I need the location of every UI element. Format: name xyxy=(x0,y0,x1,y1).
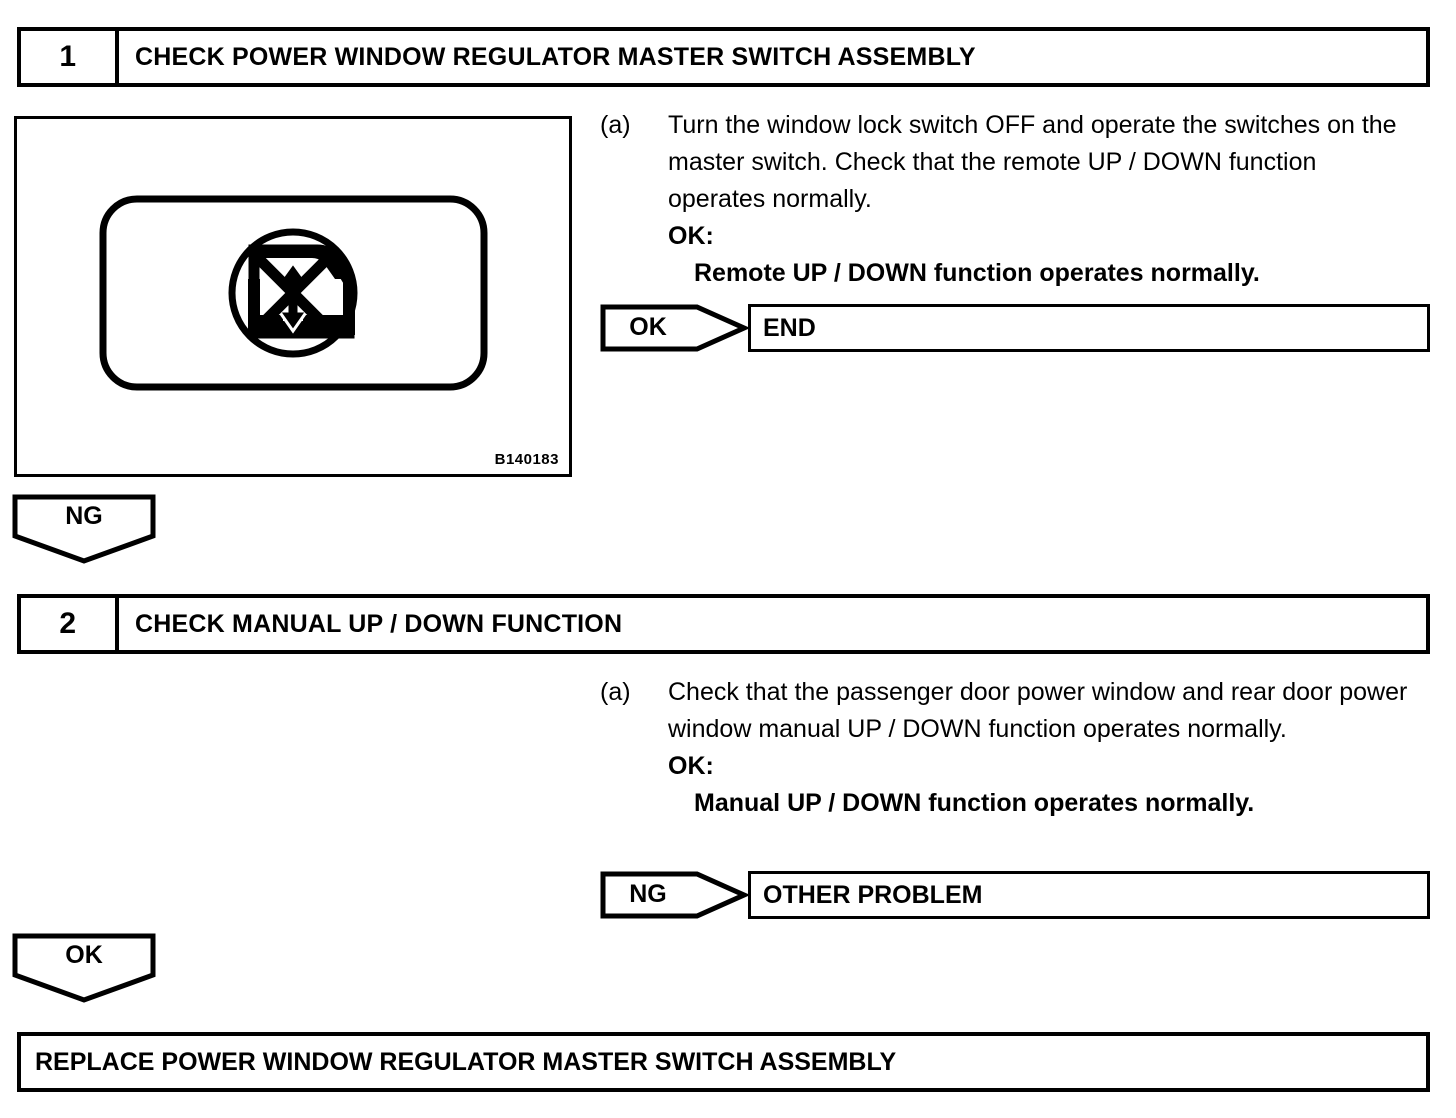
illustration-reference-code: B140183 xyxy=(494,451,559,468)
step-2-ok-label: OK: xyxy=(668,752,714,780)
step-2-branch-result-label: NG xyxy=(629,879,667,908)
step-1-flow-arrow-ng: NG xyxy=(12,494,156,564)
window-lock-switch-illustration xyxy=(99,195,488,391)
step-1-illustration-frame: B140183 xyxy=(14,116,572,477)
step-1-title: CHECK POWER WINDOW REGULATOR MASTER SWIT… xyxy=(135,42,976,71)
step-2-instruction: (a) Check that the passenger door power … xyxy=(600,674,1410,822)
step-1-header: 1 CHECK POWER WINDOW REGULATOR MASTER SW… xyxy=(17,27,1430,87)
step-1-instruction: (a) Turn the window lock switch OFF and … xyxy=(600,107,1410,292)
step-2-instruction-marker: (a) xyxy=(600,678,631,706)
step-2-flow-arrow-ok: OK xyxy=(12,933,156,1003)
step-2-instruction-text: Check that the passenger door power wind… xyxy=(668,678,1408,743)
final-action-bar: REPLACE POWER WINDOW REGULATOR MASTER SW… xyxy=(17,1032,1430,1092)
step-2-number: 2 xyxy=(21,598,119,650)
step-1-branch-destination: END xyxy=(748,304,1430,352)
step-1-branch-result-label: OK xyxy=(629,312,667,341)
step-2-ok-value: Manual UP / DOWN function operates norma… xyxy=(694,789,1255,817)
step-1-ok-value: Remote UP / DOWN function operates norma… xyxy=(694,259,1260,287)
step-1-ok-label: OK: xyxy=(668,222,714,250)
step-2-flow-result-label: OK xyxy=(65,940,103,969)
step-2-header: 2 CHECK MANUAL UP / DOWN FUNCTION xyxy=(17,594,1430,654)
ok-chevron-shape: OK xyxy=(600,304,748,352)
step-2-branch-destination: OTHER PROBLEM xyxy=(748,871,1430,919)
step-1-instruction-marker: (a) xyxy=(600,111,631,139)
step-1-branch-ok: OK END xyxy=(600,304,1430,352)
step-1-number: 1 xyxy=(21,31,119,83)
step-1-instruction-text: Turn the window lock switch OFF and oper… xyxy=(668,111,1397,213)
ng-chevron-shape: NG xyxy=(600,871,748,919)
step-2-title: CHECK MANUAL UP / DOWN FUNCTION xyxy=(135,609,623,638)
step-1-flow-result-label: NG xyxy=(65,501,103,530)
step-2-branch-ng: NG OTHER PROBLEM xyxy=(600,871,1430,919)
